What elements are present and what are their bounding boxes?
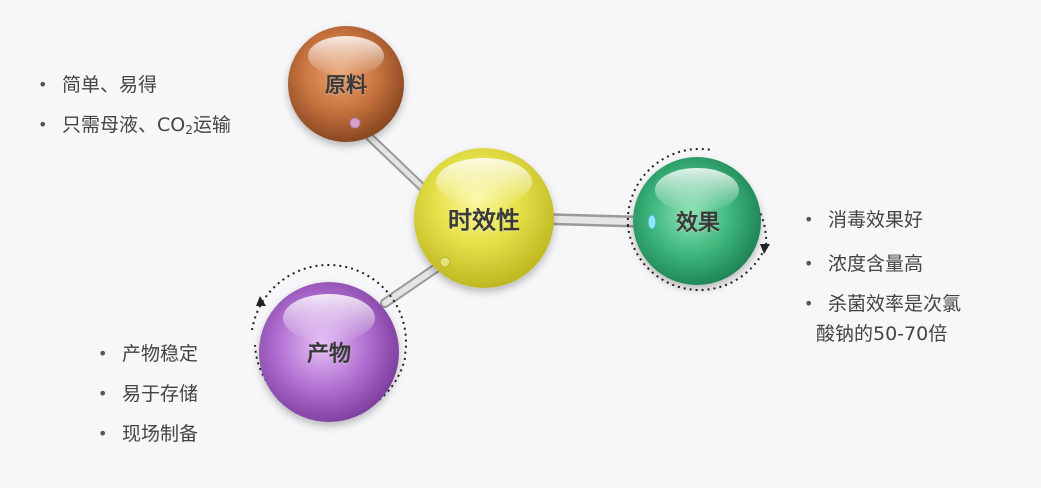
effect-point-text: 酸钠的50-70倍 xyxy=(816,323,948,345)
effect-points-list: • 消毒效果好 • 浓度含量高 • 杀菌效率是次氯 酸钠的50-70倍 xyxy=(802,200,961,349)
raw-point-text: 运输 xyxy=(192,114,231,136)
bullet-icon: • xyxy=(38,115,48,134)
node-label-center: 时效性 xyxy=(448,206,520,235)
ring-arrow-icon xyxy=(256,296,266,306)
bullet-icon: • xyxy=(98,384,108,403)
product-points-list: • 产物稳定 • 易于存储 • 现场制备 xyxy=(96,334,198,454)
list-item: • 简单、易得 xyxy=(36,65,231,105)
node-label-product: 产物 xyxy=(306,342,352,367)
node-label-raw: 原料 xyxy=(325,73,367,97)
product-point-text: 现场制备 xyxy=(122,423,199,445)
bullet-icon: • xyxy=(804,254,814,273)
list-item: • 杀菌效率是次氯 酸钠的50-70倍 xyxy=(802,289,961,349)
bullet-icon: • xyxy=(38,75,48,94)
bullet-icon: • xyxy=(804,294,814,313)
product-point-text: 产物稳定 xyxy=(122,343,199,365)
bullet-icon: • xyxy=(98,424,108,443)
list-item: • 消毒效果好 xyxy=(802,200,961,240)
list-item: • 现场制备 xyxy=(96,414,198,454)
bullet-icon: • xyxy=(804,210,814,229)
effect-ring xyxy=(626,147,770,291)
node-product xyxy=(259,282,399,422)
effect-point-text: 杀菌效率是次氯 xyxy=(828,293,962,315)
raw-point-text: 只需母液、CO xyxy=(62,114,186,136)
raw-points-list: • 简单、易得 • 只需母液、CO2运输 xyxy=(36,65,231,150)
list-item: • 只需母液、CO2运输 xyxy=(36,105,231,150)
node-center xyxy=(414,148,554,288)
node-effect xyxy=(633,157,761,285)
list-item: • 易于存储 xyxy=(96,374,198,414)
product-point-text: 易于存储 xyxy=(122,383,199,405)
node-label-effect: 效果 xyxy=(675,211,721,236)
list-item: • 浓度含量高 xyxy=(802,244,961,284)
effect-point-text: 消毒效果好 xyxy=(828,209,924,231)
bullet-icon: • xyxy=(98,344,108,363)
subscript: 2 xyxy=(185,123,193,137)
raw-point-text: 简单、易得 xyxy=(62,74,158,96)
effect-point-text: 浓度含量高 xyxy=(828,253,924,275)
node-raw xyxy=(288,26,404,142)
ring-arrow-icon xyxy=(760,244,770,254)
list-item: • 产物稳定 xyxy=(96,334,198,374)
